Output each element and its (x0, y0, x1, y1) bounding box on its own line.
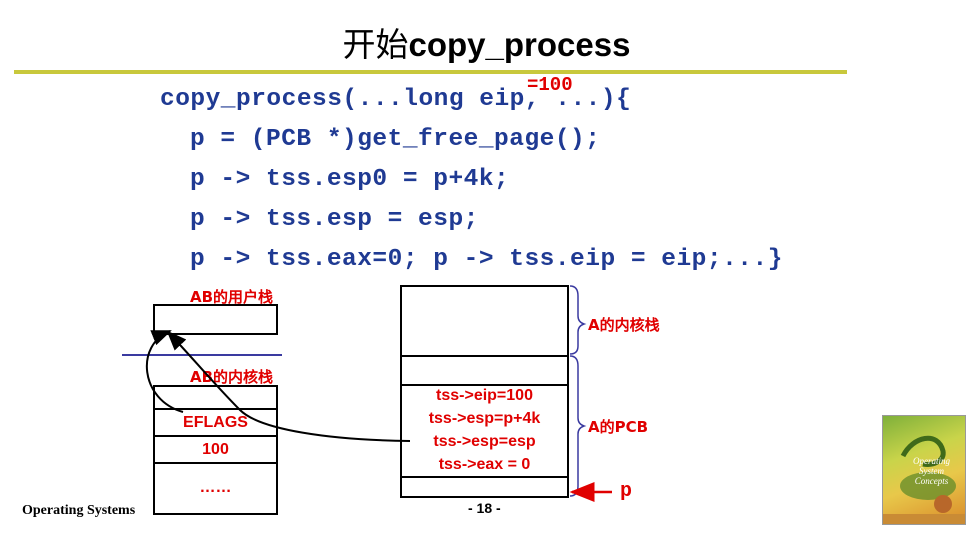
eflags-cell: EFLAGS (183, 414, 248, 431)
pcb-field-esp: tss->esp=esp (433, 433, 536, 450)
pcb-page-box: tss->eip=100 tss->esp=p+4k tss->esp=esp … (400, 285, 569, 498)
pcb-label: A的PCB (588, 418, 649, 436)
book-title: Operating System Concepts (913, 456, 950, 486)
divider (155, 408, 276, 410)
title-rule (14, 70, 847, 74)
book-title-line1: Operating (913, 456, 950, 466)
book-title-line2: System (919, 466, 944, 476)
user-stack-box (153, 304, 278, 335)
pcb-field-esp0: tss->esp=p+4k (428, 410, 541, 427)
book-cover-image: Operating System Concepts (882, 415, 966, 525)
footer-course: Operating Systems (22, 503, 136, 518)
eip-annotation: =100 (527, 74, 573, 96)
kernel-stack-brace (569, 285, 587, 355)
divider (402, 384, 567, 386)
kernel-stack-box-left: EFLAGS 100 …… (153, 385, 278, 515)
divider (155, 435, 276, 437)
kernel-stack-label-right: A的内核栈 (588, 316, 660, 334)
user-stack-label: AB的用户栈 (190, 288, 274, 306)
code-line-2: p = (PCB *)get_free_page(); (190, 126, 601, 153)
code-line-3: p -> tss.esp0 = p+4k; (190, 166, 510, 193)
ellipsis-cell: …… (199, 479, 232, 496)
esp-to-user-stack-arrow (166, 330, 411, 442)
code-line-4: p -> tss.esp = esp; (190, 206, 479, 233)
kernel-stack-label-left: AB的内核栈 (190, 368, 274, 386)
eflags-to-user-stack-arrow (145, 330, 184, 413)
return-addr-cell: 100 (202, 441, 229, 458)
footer-page-number: - 18 - (468, 500, 501, 516)
slide-title: 开始copy_process (0, 18, 973, 66)
code-line-5: p -> tss.eax=0; p -> tss.eip = eip;...} (190, 246, 783, 273)
divider (402, 355, 567, 357)
user-kernel-divider (122, 354, 282, 356)
title-cn: 开始 (342, 25, 409, 64)
divider (155, 462, 276, 464)
dinosaur-illustration (883, 435, 965, 524)
pcb-field-eax: tss->eax = 0 (438, 456, 531, 473)
divider (402, 476, 567, 478)
code-line-1: copy_process(...long eip, ...){ (160, 86, 632, 113)
book-title-line3: Concepts (914, 476, 949, 486)
pointer-p-label: p (620, 480, 633, 503)
title-latin: copy_process (408, 26, 631, 63)
pcb-field-eip: tss->eip=100 (436, 387, 533, 404)
pcb-brace (569, 355, 587, 497)
